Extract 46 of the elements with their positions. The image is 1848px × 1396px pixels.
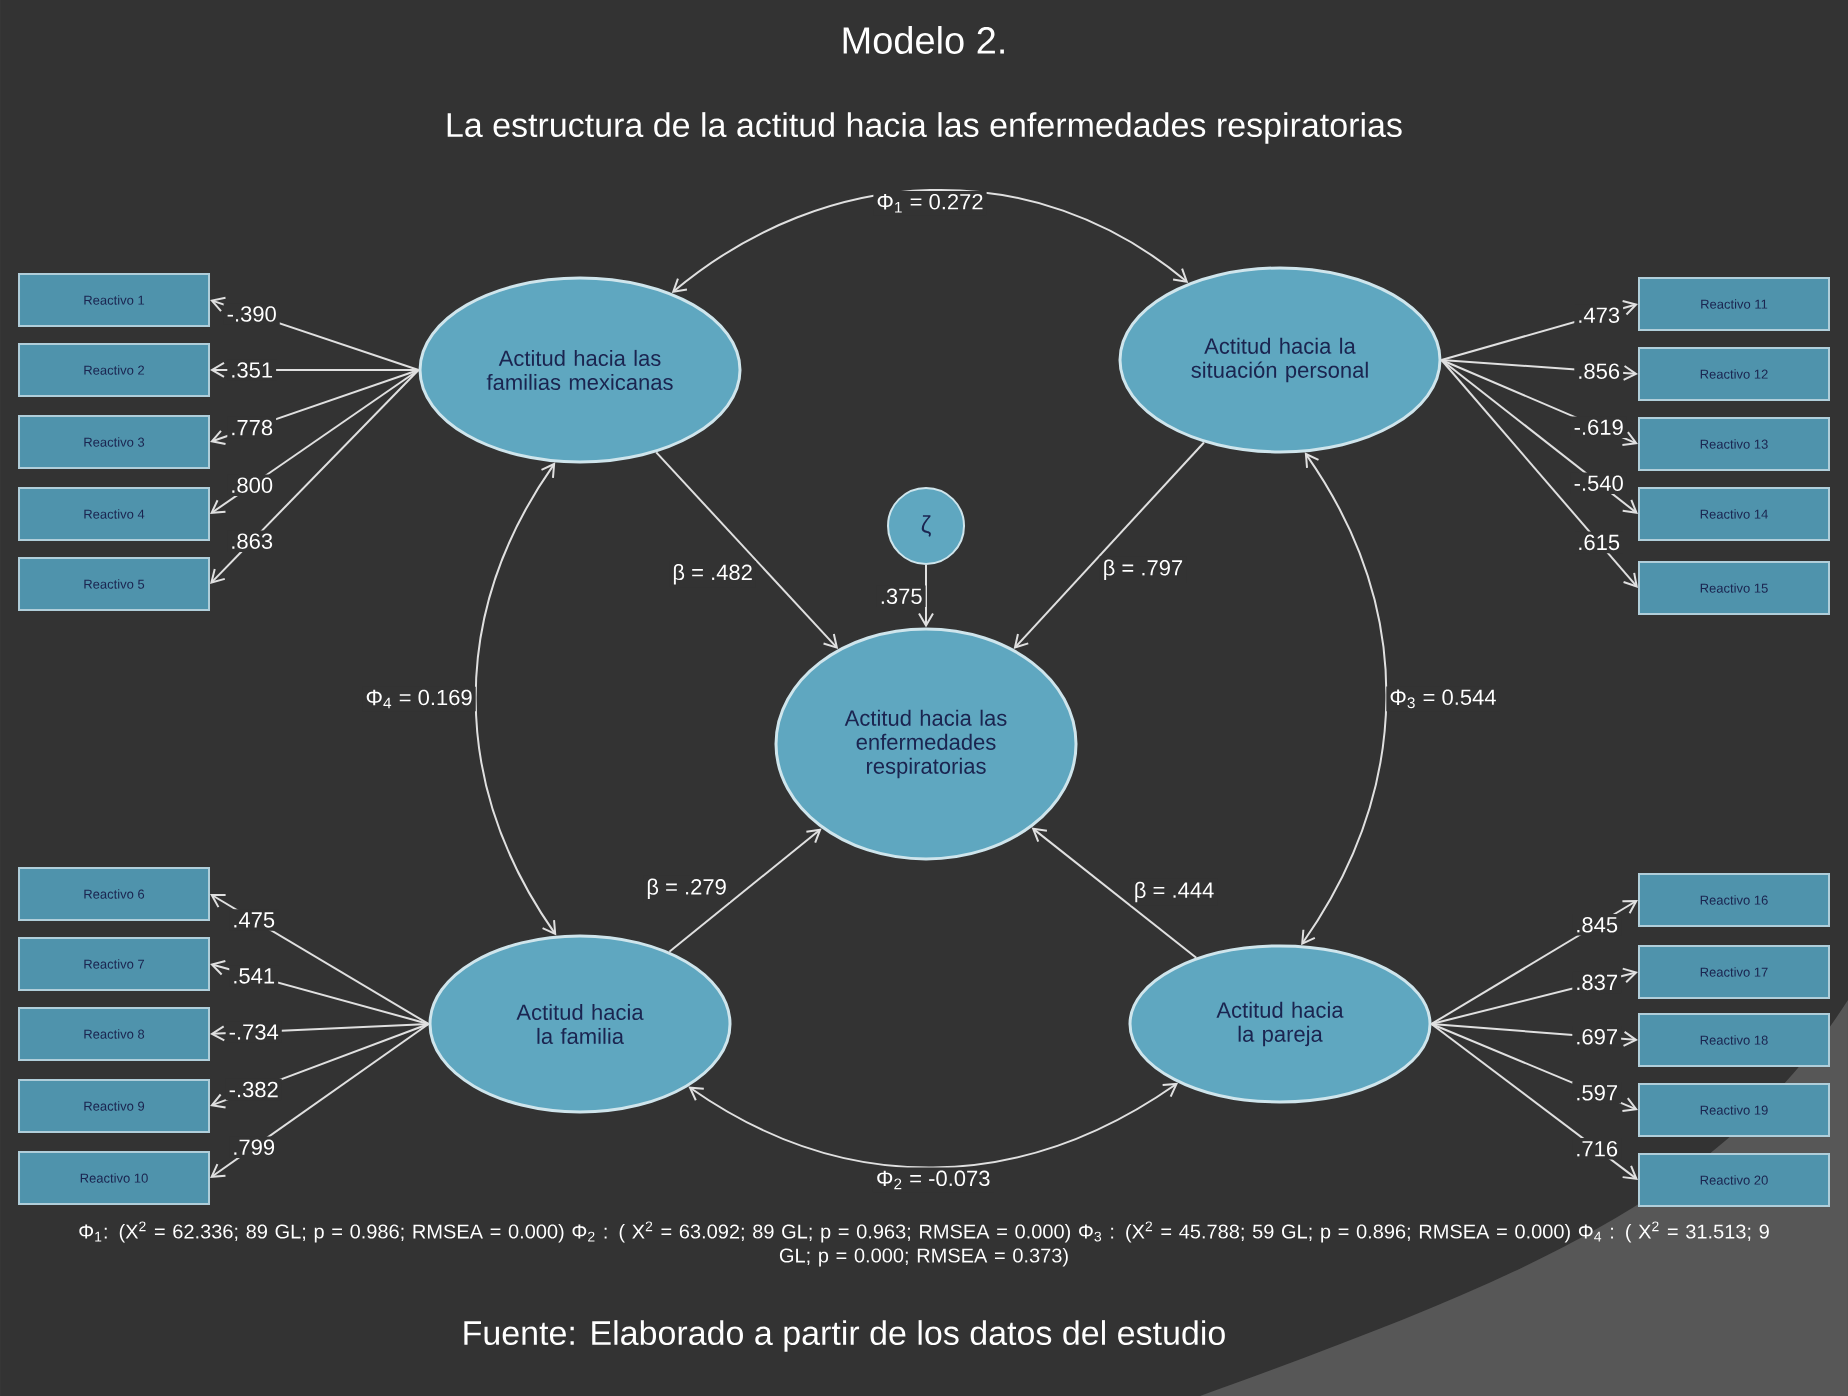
edge-label: .845 bbox=[1572, 914, 1622, 936]
edge-label: β = .444 bbox=[1130, 878, 1218, 906]
arrow bbox=[688, 1082, 1179, 1169]
arrow bbox=[1430, 1022, 1638, 1180]
edge-label: Φ$_{2}$ = -0.073 bbox=[872, 1167, 994, 1193]
edge-label: .800 bbox=[227, 474, 277, 496]
arrow bbox=[1013, 441, 1205, 649]
arrow bbox=[655, 451, 839, 650]
fit-statistics: Φ$_{1}$: (X$^{2}$ = 62.336; 89 GL; p = 0.986; RMSEA = 0.000) Φ$_{2}$ : ( X$^{2}$ = 63.092; 89 GL; p = 0.963; RMSEA = 0.000) Φ$_{3}$ : (X$^{2}$ = 45.788; 59 GL; p = 0.896; RMSEA = 0.000) Φ$_{4}$ : ( X$^{2}$ = 31.513; 9 GL; p = 0.000; RMSEA = 0.373) bbox=[79, 1221, 1769, 1267]
edge-label: β = .797 bbox=[1099, 556, 1187, 583]
edge-label: .375 bbox=[876, 585, 926, 607]
edge-label: .597 bbox=[1572, 1082, 1622, 1104]
title: Modelo 2. bbox=[843, 26, 1004, 54]
edge-label: .541 bbox=[229, 965, 279, 987]
arrow bbox=[210, 369, 420, 584]
edge-label: .863 bbox=[227, 530, 277, 552]
arrow bbox=[668, 828, 822, 953]
subtitle: La estructura de la actitud hacia las enfermedades respiratorias bbox=[447, 112, 1402, 144]
edge-label: .473 bbox=[1574, 304, 1624, 326]
edge-label: .716 bbox=[1572, 1138, 1622, 1160]
edge-label: -.619 bbox=[1570, 416, 1627, 438]
arrow bbox=[1031, 827, 1198, 959]
arrow bbox=[1301, 452, 1388, 946]
caption: Fuente: Elaborado a partir de los datos del estudio bbox=[464, 1320, 1225, 1352]
edge-label: Φ$_{3}$ = 0.544 bbox=[1386, 686, 1500, 712]
edge-label: Φ$_{4}$ = 0.169 bbox=[362, 686, 476, 712]
edge-label: .615 bbox=[1574, 531, 1624, 554]
edge-label: .351 bbox=[227, 359, 277, 381]
edge-label: .475 bbox=[229, 909, 279, 931]
arrow bbox=[210, 1022, 430, 1178]
edge-label: -.540 bbox=[1570, 472, 1627, 494]
edge-label: β = .279 bbox=[643, 875, 730, 902]
edge-label: -.734 bbox=[225, 1021, 282, 1043]
arrow bbox=[1440, 359, 1638, 588]
edge-label: .856 bbox=[1574, 360, 1624, 382]
arrow bbox=[671, 189, 1189, 294]
edge-label: -.390 bbox=[223, 303, 280, 325]
edge-label: .799 bbox=[229, 1136, 279, 1158]
edge-label: .778 bbox=[227, 416, 277, 439]
arrow bbox=[1440, 359, 1638, 514]
edge-label: .837 bbox=[1572, 971, 1622, 994]
edge-label: .697 bbox=[1572, 1026, 1622, 1048]
arrow bbox=[918, 564, 934, 628]
arrow bbox=[474, 462, 557, 936]
edge-label: β = .482 bbox=[669, 560, 756, 588]
edge-label: Φ$_{1}$ = 0.272 bbox=[873, 190, 987, 216]
